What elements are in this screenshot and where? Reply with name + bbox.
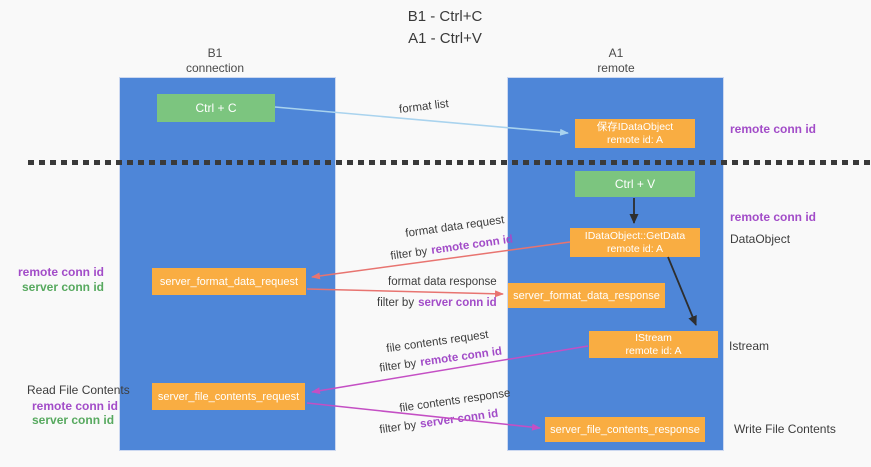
node-istream-line2: remote id: A: [625, 344, 682, 357]
filter-key-remote-conn-id-2: remote conn id: [419, 345, 503, 369]
node-ctrl-v: Ctrl + V: [575, 171, 695, 197]
label-format-data-response: format data response: [388, 276, 497, 288]
filter-key-server-conn-id-1: server conn id: [418, 297, 497, 309]
lane-b1-role: connection: [185, 61, 245, 75]
filter-key-server-conn-id-2: server conn id: [419, 407, 499, 431]
node-server-file-contents-response: server_file_contents_response: [545, 417, 705, 442]
phase-divider-dashed-line: [28, 160, 871, 165]
title-line-2: A1 - Ctrl+V: [408, 30, 482, 47]
label-dataobject: DataObject: [730, 232, 791, 246]
arrow-format-data-response: [306, 288, 504, 298]
lane-header-b1: B1 connection: [155, 46, 275, 76]
node-server-file-contents-request: server_file_contents_request: [152, 383, 305, 410]
node-istream-line1: IStream: [635, 331, 672, 344]
node-ctrl-c: Ctrl + C: [157, 94, 275, 122]
label-left-server-conn-id-bottom: server conn id: [32, 413, 115, 427]
node-getdata-line2: remote id: A: [606, 242, 664, 255]
label-read-file-contents: Read File Contents: [27, 383, 130, 397]
node-getdata-line1: IDataObject::GetData: [584, 229, 686, 242]
label-right-remote-conn-id-mid: remote conn id: [730, 210, 817, 224]
title-line-1: B1 - Ctrl+C: [407, 8, 483, 25]
label-left-remote-conn-id-mid: remote conn id: [18, 265, 105, 279]
node-save-idataobject-line2: remote id: A: [606, 133, 664, 146]
filter-prefix-4: filter by: [378, 419, 418, 437]
node-server-format-data-response: server_format_data_response: [508, 283, 665, 308]
lane-a1-role: remote: [597, 61, 635, 75]
node-idataobject-getdata: IDataObject::GetData remote id: A: [570, 228, 700, 257]
label-left-remote-conn-id-bottom: remote conn id: [32, 399, 119, 413]
filter-prefix-2: filter by: [377, 297, 415, 309]
lane-a1-name: A1: [608, 46, 624, 60]
node-istream: IStream remote id: A: [589, 331, 718, 358]
lane-header-a1: A1 remote: [556, 46, 676, 76]
node-save-idataobject-line1: 保存IDataObject: [596, 120, 674, 133]
diagram-title: B1 - Ctrl+C A1 - Ctrl+V: [295, 6, 595, 50]
lane-b1-name: B1: [207, 46, 223, 60]
label-write-file-contents: Write File Contents: [734, 422, 836, 436]
label-left-server-conn-id-mid: server conn id: [21, 280, 104, 294]
label-right-remote-conn-id-top: remote conn id: [730, 122, 817, 136]
label-istream: Istream: [729, 339, 770, 353]
node-save-idataobject: 保存IDataObject remote id: A: [575, 119, 695, 148]
filter-key-remote-conn-id-1: remote conn id: [430, 233, 514, 257]
label-left-conn-ids-bottom: remote conn id server conn id: [32, 399, 118, 427]
label-left-conn-ids-mid: remote conn id server conn id: [18, 265, 104, 295]
filter-prefix-1: filter by: [389, 245, 429, 263]
label-format-list: format list: [398, 98, 450, 116]
node-server-format-data-request: server_format_data_request: [152, 268, 306, 295]
filter-prefix-3: filter by: [378, 357, 418, 375]
